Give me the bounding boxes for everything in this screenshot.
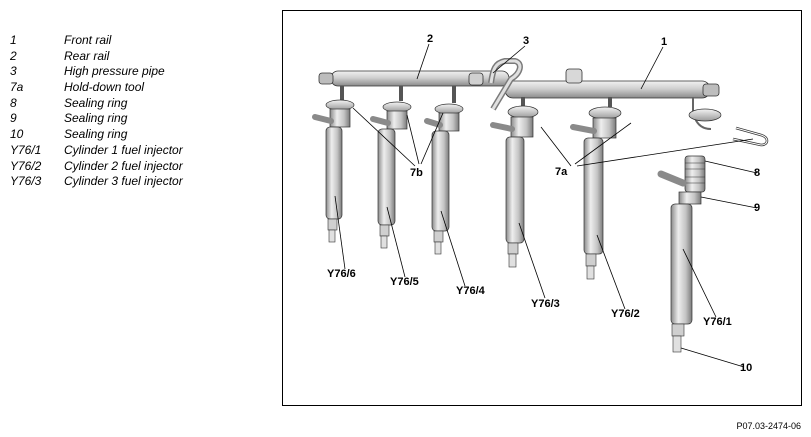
injector-y76-6: [312, 86, 355, 243]
legend-row: Y76/3 Cylinder 3 fuel injector: [10, 174, 280, 190]
legend-row: 2 Rear rail: [10, 49, 280, 65]
legend-code: 1: [10, 33, 17, 47]
callout-3: 3: [523, 35, 529, 47]
legend-description: Sealing ring: [64, 95, 128, 110]
callout-8: 8: [754, 167, 760, 179]
legend-description: Rear rail: [64, 48, 110, 63]
callout-7b: 7b: [410, 167, 423, 179]
legend-row: 3 High pressure pipe: [10, 64, 280, 80]
legend-description: Front rail: [64, 33, 112, 47]
legend-code: 2: [10, 48, 17, 63]
legend-code: Y76/1: [10, 142, 42, 157]
sealing-ring-10: [672, 335, 682, 353]
injector-y76-2: [570, 97, 622, 280]
legend-row: 7a Hold-down tool: [10, 80, 280, 96]
legend-description: Sealing ring: [64, 111, 128, 126]
legend-row: Y76/1 Cylinder 1 fuel injector: [10, 143, 280, 159]
callout-2: 2: [427, 33, 433, 45]
hold-down-tool: [688, 97, 769, 147]
legend-row: Y76/2 Cylinder 2 fuel injector: [10, 159, 280, 175]
front-rail: [504, 68, 720, 99]
legend-description: Cylinder 3 fuel injector: [64, 174, 183, 189]
legend-row: 8 Sealing ring: [10, 96, 280, 112]
legend-description: Hold-down tool: [64, 80, 145, 95]
legend-code: 9: [10, 111, 17, 126]
callout-y76-4: Y76/4: [456, 285, 486, 297]
legend-code: Y76/2: [10, 158, 42, 173]
callout-9: 9: [754, 202, 760, 214]
sealing-ring-9: [678, 191, 702, 205]
legend-code: 8: [10, 95, 17, 110]
legend-row: 1 Front rail: [10, 33, 280, 49]
callout-y76-2: Y76/2: [611, 308, 640, 320]
injector-y76-4: [424, 86, 464, 255]
injector-y76-1: [657, 155, 706, 353]
legend-code: 3: [10, 64, 17, 79]
legend-row: 10 Sealing ring: [10, 127, 280, 143]
legend-code: 10: [10, 127, 24, 142]
callout-10: 10: [740, 362, 752, 374]
legend-description: Cylinder 2 fuel injector: [64, 158, 183, 173]
callout-y76-6: Y76/6: [327, 268, 356, 280]
leader-lines: [334, 43, 758, 368]
callout-7a: 7a: [555, 166, 568, 178]
callout-y76-5: Y76/5: [390, 276, 419, 288]
rail-sensor-port: [565, 68, 583, 84]
callout-y76-3: Y76/3: [531, 298, 560, 310]
legend: 1 Front rail 2 Rear rail 3 High pressure…: [10, 33, 280, 190]
injector-y76-3: [490, 97, 539, 268]
injector-y76-5: [370, 86, 412, 249]
high-pressure-pipe: [468, 58, 523, 111]
callout-1: 1: [661, 36, 667, 48]
legend-description: Cylinder 1 fuel injector: [64, 142, 183, 157]
figure-reference: P07.03-2474-06: [736, 421, 801, 431]
legend-row: 9 Sealing ring: [10, 111, 280, 127]
legend-description: High pressure pipe: [64, 64, 165, 79]
legend-code: 7a: [10, 80, 24, 95]
callout-y76-1: Y76/1: [703, 316, 732, 328]
legend-description: Sealing ring: [64, 127, 128, 142]
figure-frame: 2 3 1 7b 7a 8 9 10 Y76/6 Y76/5 Y76/4 Y76…: [282, 10, 802, 406]
injector-rail-illustration: 2 3 1 7b 7a 8 9 10 Y76/6 Y76/5 Y76/4 Y76…: [312, 33, 769, 374]
legend-code: Y76/3: [10, 174, 42, 189]
